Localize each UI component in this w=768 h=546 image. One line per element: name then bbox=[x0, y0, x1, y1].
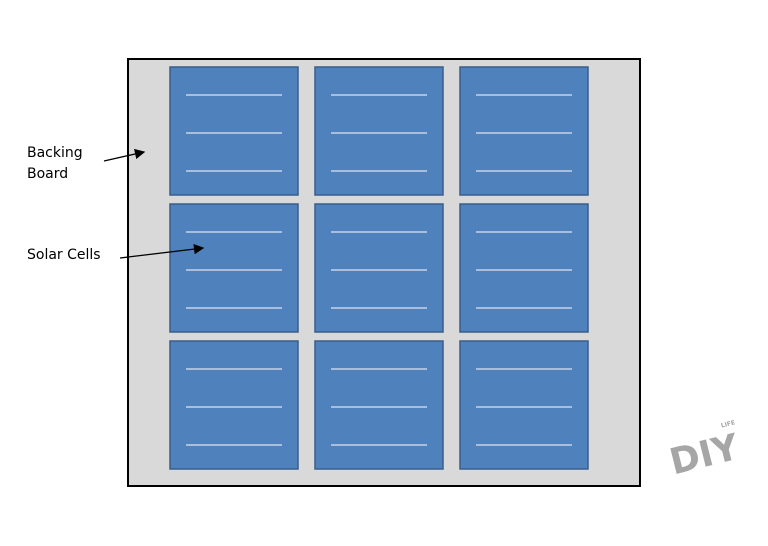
solar-cell bbox=[459, 66, 589, 196]
solar-cell bbox=[169, 66, 299, 196]
solar-cells-grid bbox=[169, 66, 589, 470]
solar-cell bbox=[169, 340, 299, 470]
solar-cell bbox=[169, 203, 299, 333]
watermark-small-text: LIFE bbox=[720, 419, 736, 429]
solar-cell bbox=[314, 203, 444, 333]
backing-board-label: Backing Board bbox=[27, 143, 83, 185]
solar-cells-label: Solar Cells bbox=[27, 247, 101, 263]
solar-cell bbox=[314, 66, 444, 196]
solar-cell bbox=[314, 340, 444, 470]
backing-board-label-line2: Board bbox=[27, 166, 69, 182]
solar-cell bbox=[459, 340, 589, 470]
backing-board-label-line1: Backing bbox=[27, 145, 83, 161]
diy-watermark-logo: DIY LIFE bbox=[666, 419, 744, 476]
solar-cells-pointer-arrow bbox=[119, 243, 205, 259]
solar-cell bbox=[459, 203, 589, 333]
watermark-text: DIY bbox=[666, 427, 744, 476]
backing-board-pointer-arrow bbox=[103, 148, 146, 162]
